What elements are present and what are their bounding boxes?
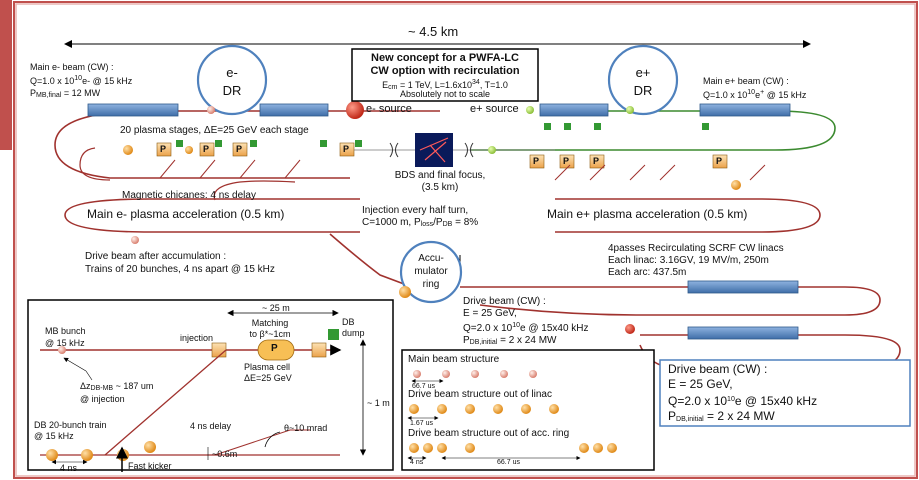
structure-acc-time-1: 4 ns	[410, 459, 424, 466]
p-dr-label: e+DR	[633, 65, 653, 98]
structure-linac-label: Drive beam structure out of linac	[408, 389, 552, 400]
inset-injection: injection	[180, 333, 214, 343]
drive-after-label: Drive beam after accumulation :Trains of…	[85, 251, 275, 275]
p-source-label: e+ source	[470, 103, 519, 115]
structure-linac-bunches	[409, 404, 559, 414]
p-dr-ring	[607, 44, 679, 116]
inset-mb-bunch: MB bunch@ 15 kHz	[45, 326, 86, 348]
p-plasma-stages	[488, 123, 741, 190]
plasma-stages-label: 20 plasma stages, ΔE=25 GeV each stage	[120, 125, 309, 136]
inset-06m: ~0.6m	[212, 449, 238, 459]
stage-p-3: P	[236, 144, 243, 154]
bds-label: BDS and final focus,(3.5 km)	[394, 170, 486, 193]
length-label: ~ 4.5 km	[408, 24, 459, 39]
inset-theta: θ~10 mrad	[284, 423, 328, 433]
accumulator-ring	[399, 240, 463, 304]
main-p-beam-label: Main e+ beam (CW) : Q=1.0 x 1010e+ @ 15 …	[703, 76, 807, 100]
e-dr-ring	[196, 44, 268, 116]
title-line-4: Absolutely not to scale	[399, 89, 491, 99]
main-p-acc-label: Main e+ plasma acceleration (0.5 km)	[547, 207, 748, 221]
structure-linac-time: 1.67 us	[410, 420, 433, 427]
title-box	[351, 48, 539, 102]
title-line-2: CW option with recirculation	[370, 65, 520, 77]
inset-fast-kicker: Fast kicker	[128, 461, 172, 471]
main-e-acc-label: Main e- plasma acceleration (0.5 km)	[87, 207, 285, 221]
e-plasma-stages	[123, 140, 362, 157]
main-p-ring	[470, 110, 836, 151]
e-source-dot	[346, 101, 364, 119]
stage-p-6: P	[563, 156, 570, 166]
structure-acc-time-2: 66.7 us	[497, 459, 520, 466]
drive-beam-info-box	[659, 359, 911, 427]
inset-delay: 4 ns delay	[190, 421, 232, 431]
p-injector-bar-1	[539, 103, 609, 117]
left-red-tab	[0, 0, 12, 150]
inset-height: ~ 1 m	[367, 398, 390, 408]
stage-p-4: P	[343, 144, 350, 154]
p-source-dot	[526, 106, 534, 114]
p-plasma-loop	[555, 198, 821, 233]
e-plasma-loop	[64, 198, 360, 233]
stage-p-1: P	[160, 144, 167, 154]
structure-acc-bunches	[409, 443, 617, 453]
inset-length: ~ 25 m	[262, 303, 290, 313]
title-line-3: Ecm = 1 TeV, L=1.6x1034, T=1.0	[382, 79, 508, 91]
title-line-1: New concept for a PWFA-LC	[371, 52, 519, 64]
drive-beam-mid-label: Drive beam (CW) : E = 25 GeV, Q=2.0 x 10…	[463, 296, 589, 346]
drive-beam-box-label: Drive beam (CW) : E = 25 GeV, Q=2.0 x 10…	[668, 362, 818, 423]
inset-train: DB 20-bunch train@ 15 kHz	[34, 420, 107, 441]
linac-loop	[460, 286, 881, 316]
linac-bar-1	[687, 280, 799, 294]
structure-main-time: 66.7 us	[412, 383, 435, 390]
structure-main-bunches	[413, 370, 537, 378]
stage-p-8: P	[716, 156, 723, 166]
e-injector-bar-2	[259, 103, 329, 117]
inset-box	[27, 299, 394, 471]
stage-p-5: P	[533, 156, 540, 166]
inset-plasma-cell	[257, 339, 295, 361]
main-e-ring	[54, 110, 440, 179]
structure-main-label: Main beam structure	[408, 354, 500, 365]
e-dr-label: e-DR	[222, 65, 242, 98]
chicanes-label: Magnetic chicanes: 4 ns delay	[122, 190, 256, 201]
linac-bar-2	[687, 326, 799, 340]
e-source-label: e- source	[366, 103, 412, 115]
inset-injection-cell	[211, 342, 227, 358]
inset-dz: ΔzDB-MB ~ 187 um@ injection	[80, 381, 154, 404]
main-e-beam-label: Main e- beam (CW) : Q=1.0 x 1010e- @ 15 …	[30, 62, 133, 99]
stage-p-2: P	[203, 144, 210, 154]
stage-p-7: P	[593, 156, 600, 166]
p-injector-bar-2	[699, 103, 791, 117]
e-injector-bar-1	[87, 103, 179, 117]
inset-4ns: 4 ns	[60, 463, 78, 473]
drive-beam-path	[213, 180, 296, 201]
frame-border	[13, 1, 918, 479]
inset-p: P	[271, 343, 278, 354]
injection-label: Injection every half turn, C=1000 m, Plo…	[362, 205, 479, 228]
structure-acc-label: Drive beam structure out of acc. ring	[408, 428, 570, 439]
